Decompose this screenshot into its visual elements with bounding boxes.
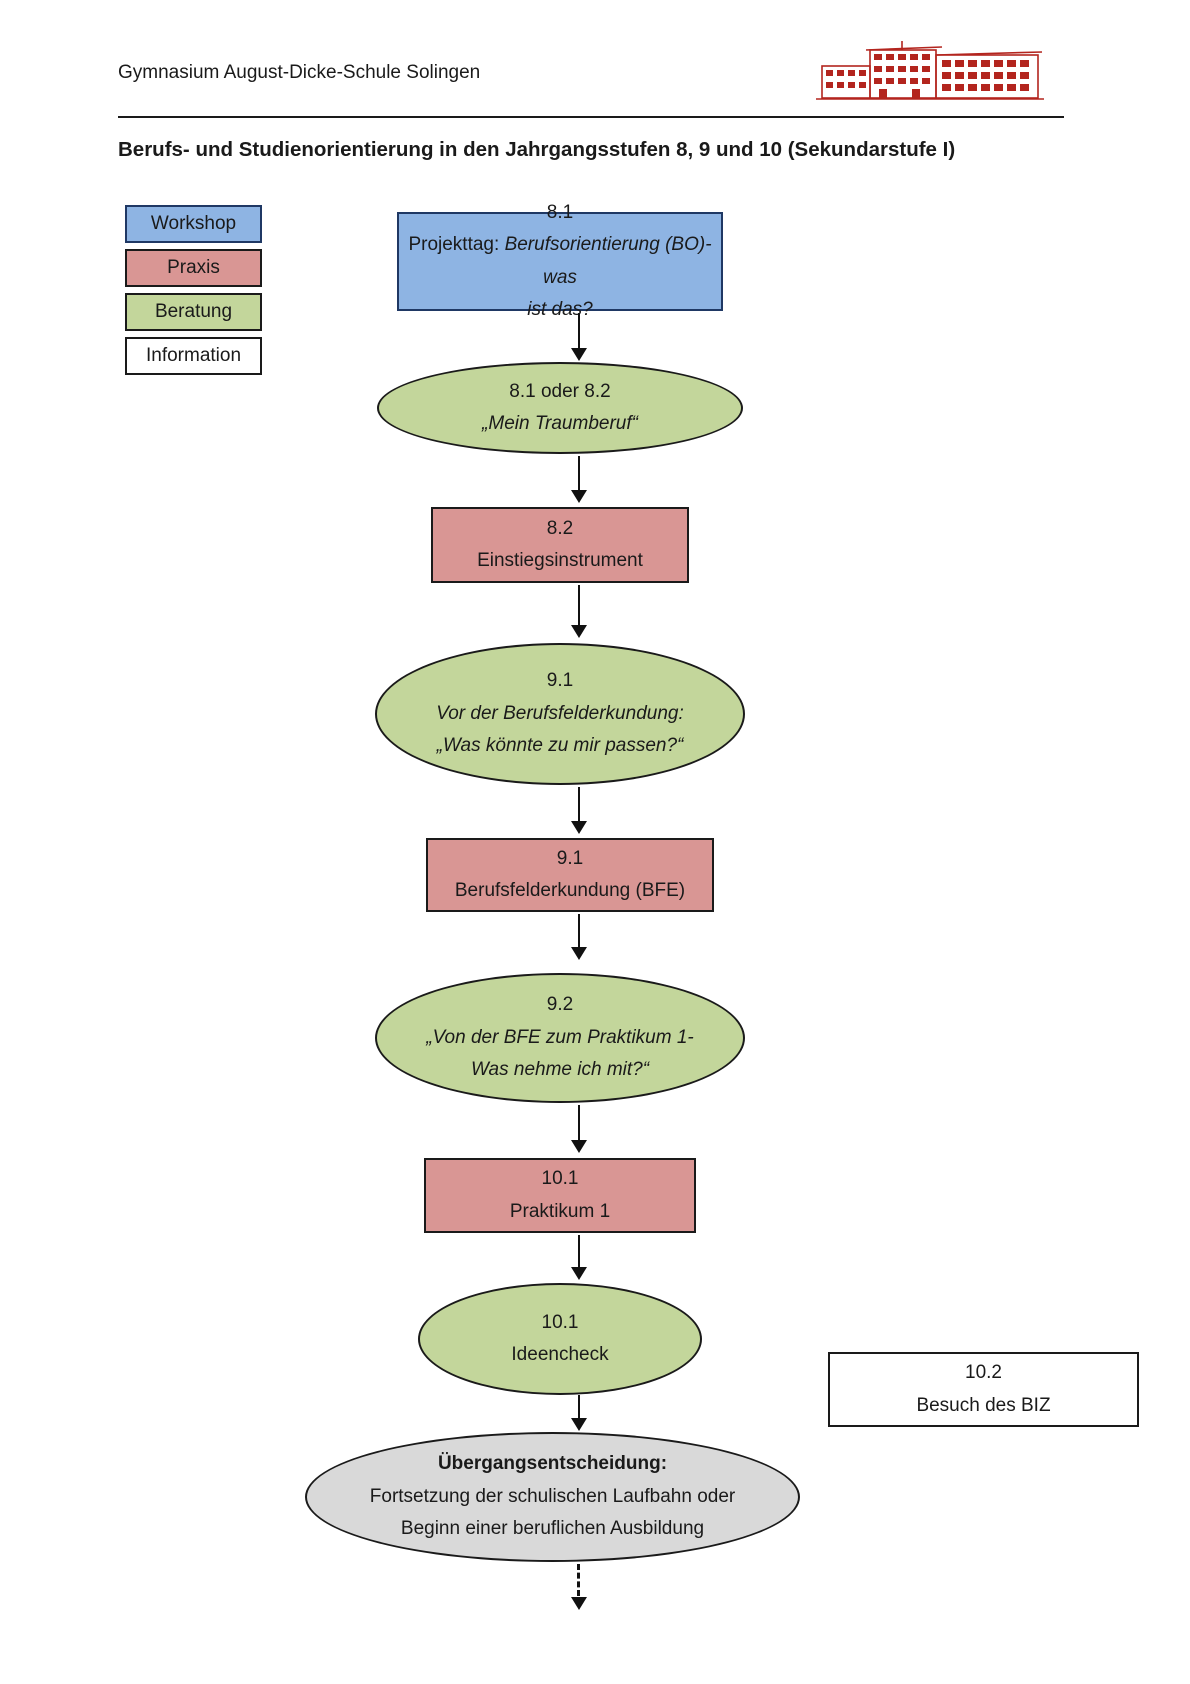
node-title: Übergangsentscheidung: xyxy=(437,1453,668,1475)
header-divider xyxy=(118,116,1064,118)
flow-arrow-8 xyxy=(571,1395,587,1431)
node-text-italic: „Was könnte zu mir passen?“ xyxy=(436,735,684,757)
flow-node-von-der-bfe-zum-praktikum: 9.2 „Von der BFE zum Praktikum 1- Was ne… xyxy=(375,973,745,1103)
flow-arrow-7 xyxy=(571,1235,587,1280)
legend-item-beratung: Beratung xyxy=(125,293,262,331)
flow-arrow-1 xyxy=(571,313,587,361)
flow-arrow-final-dashed xyxy=(571,1564,587,1610)
flow-arrow-3 xyxy=(571,585,587,638)
flow-node-vor-der-berufsfelderkundung: 9.1 Vor der Berufsfelderkundung: „Was kö… xyxy=(375,643,745,785)
legend-item-information: Information xyxy=(125,337,262,375)
page-title: Berufs- und Studienorientierung in den J… xyxy=(118,138,956,161)
flow-node-uebergangsentscheidung: Übergangsentscheidung: Fortsetzung der s… xyxy=(305,1432,800,1562)
node-text: Berufsfelderkundung (BFE) xyxy=(454,880,686,901)
flow-arrow-2 xyxy=(571,456,587,503)
legend-label: Beratung xyxy=(154,301,233,322)
flow-arrow-5 xyxy=(571,914,587,960)
node-text-italic: „Von der BFE zum Praktikum 1- xyxy=(426,1026,694,1048)
node-text: Besuch des BIZ xyxy=(916,1394,1051,1416)
node-text: Fortsetzung der schulischen Laufbahn ode… xyxy=(369,1485,736,1507)
flow-node-mein-traumberuf: 8.1 oder 8.2 „Mein Traumberuf“ xyxy=(377,362,743,454)
legend-item-workshop: Workshop xyxy=(125,205,262,243)
flow-node-ideencheck: 10.1 Ideencheck xyxy=(418,1283,702,1395)
flow-node-praktikum-1: 10.1 Praktikum 1 xyxy=(424,1158,696,1233)
flow-node-projekttag-8-1: 8.1 Projekttag: Berufsorientierung (BO)-… xyxy=(397,202,723,320)
header-school-name: Gymnasium August-Dicke-Schule Solingen xyxy=(118,62,481,83)
node-text: Praktikum 1 xyxy=(509,1200,611,1222)
legend: Workshop Praxis Beratung Information xyxy=(125,205,262,381)
node-id: 9.2 xyxy=(546,994,574,1016)
node-text-italic: Was nehme ich mit?“ xyxy=(470,1059,650,1081)
node-text: Projekttag: xyxy=(408,234,505,255)
school-logo-icon xyxy=(816,41,1044,100)
node-id: 10.2 xyxy=(965,1362,1002,1383)
node-id: 10.1 xyxy=(541,1311,579,1333)
node-text: Beginn einer beruflichen Ausbildung xyxy=(400,1518,705,1540)
flow-arrow-4 xyxy=(571,787,587,834)
legend-label: Praxis xyxy=(167,257,220,278)
node-text-italic: „Mein Traumberuf“ xyxy=(482,413,638,434)
flow-arrow-6 xyxy=(571,1105,587,1153)
node-id: 8.2 xyxy=(546,517,574,539)
legend-item-praxis: Praxis xyxy=(125,249,262,287)
flow-node-besuch-des-biz: 10.2 Besuch des BIZ xyxy=(828,1352,1139,1427)
node-id: 9.1 xyxy=(546,670,574,692)
flow-node-berufsfelderkundung-bfe: 9.1 Berufsfelderkundung (BFE) xyxy=(426,838,714,912)
node-text-italic: Vor der Berufsfelderkundung: xyxy=(436,702,684,724)
node-text: Ideencheck xyxy=(511,1344,609,1365)
legend-label: Information xyxy=(145,345,242,366)
flow-node-einstiegsinstrument: 8.2 Einstiegsinstrument xyxy=(431,507,689,583)
legend-label: Workshop xyxy=(150,213,237,234)
node-text: Einstiegsinstrument xyxy=(477,550,643,571)
node-text-italic: Berufsorientierung (BO)- was xyxy=(504,234,712,288)
node-id: 8.1 oder 8.2 xyxy=(509,380,611,402)
node-id: 9.1 xyxy=(556,847,584,869)
node-text-italic: ist das? xyxy=(527,299,593,320)
node-id: 10.1 xyxy=(541,1168,579,1189)
node-id: 8.1 xyxy=(546,201,574,223)
